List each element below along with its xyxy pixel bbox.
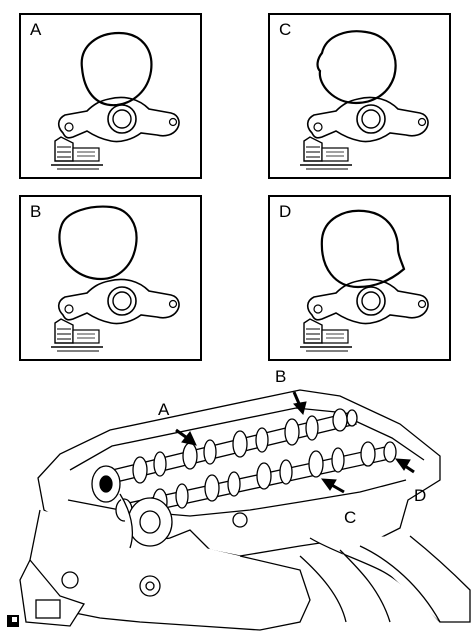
callout-c: C [344, 508, 357, 527]
reference-mark-icon [7, 615, 19, 627]
panel-label-d: D [279, 202, 292, 221]
panel-d: D [268, 195, 451, 361]
callout-d: D [414, 486, 427, 505]
callout-a: A [158, 400, 170, 419]
panel-a: A [19, 13, 202, 179]
cam-lobe [80, 31, 153, 107]
cam-lobe [320, 209, 406, 289]
engine-camshaft-drawing [19, 389, 471, 631]
callout-b: B [275, 367, 287, 386]
cam-lobe [58, 205, 138, 281]
panel-c: C [268, 13, 451, 179]
panel-label-c: C [279, 20, 292, 39]
panel-label-b: B [30, 202, 42, 221]
cam-lobe-drawing-d [299, 209, 429, 352]
cam-lobe-drawing-a [50, 31, 180, 170]
panel-b: B [19, 195, 202, 361]
cam-lobe-drawing-c [299, 30, 429, 170]
cam-lobe [316, 30, 397, 105]
panel-label-a: A [30, 20, 42, 39]
cam-lobe-drawing-b [50, 205, 180, 352]
